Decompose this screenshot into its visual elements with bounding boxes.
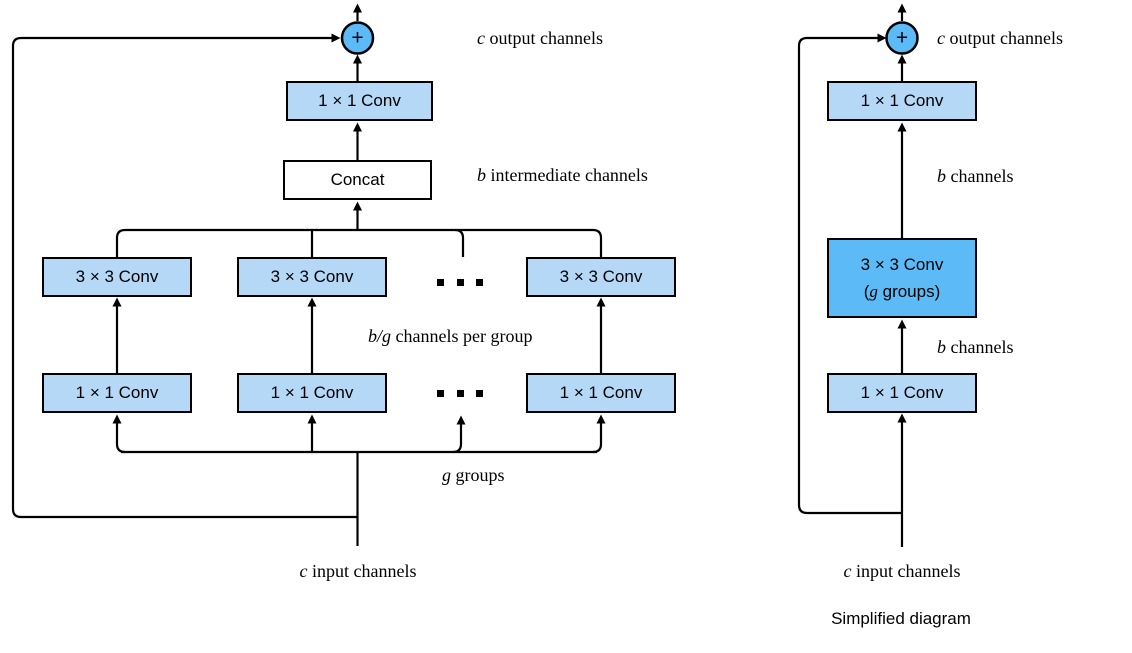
right-add-operator-circle <box>885 21 919 55</box>
ellipsis-dot <box>437 390 444 397</box>
left-merge-ellipsis-stub <box>454 228 465 257</box>
right-top-conv1x1-box: 1 × 1 Conv <box>827 81 977 121</box>
right-plus-icon: + <box>896 27 908 50</box>
right-skip-connection <box>797 33 902 515</box>
left-branch2-conv1x1-box: 1 × 1 Conv <box>237 373 387 413</box>
left-branch2-conv3x3-label: 3 × 3 Conv <box>270 267 354 286</box>
right-grouped-conv-line2: (g groups) <box>863 282 941 301</box>
right-top-conv1x1-label: 1 × 1 Conv <box>860 91 944 110</box>
left-branch1-conv1x1-box: 1 × 1 Conv <box>42 373 192 413</box>
ellipsis-dots-bottom <box>437 390 483 397</box>
left-per-group-channels-label: b/g channels per group <box>368 326 533 346</box>
right-grouped-conv-line1: 3 × 3 Conv <box>860 255 944 274</box>
right-bottom-conv1x1-label: 1 × 1 Conv <box>860 383 944 402</box>
ellipsis-dots-top <box>437 279 483 286</box>
left-distribution-branch3-arrow <box>592 414 606 454</box>
right-diagram-lines: + <box>797 3 919 547</box>
left-intermediate-channels-label: b intermediate channels <box>477 165 648 185</box>
left-distribution-ellipsis-arrow <box>452 415 466 454</box>
right-diagram-caption: Simplified diagram <box>831 609 971 628</box>
ellipsis-dot <box>437 279 444 286</box>
left-branch1-conv1x1-label: 1 × 1 Conv <box>75 383 159 402</box>
right-bottom-conv1x1-box: 1 × 1 Conv <box>827 373 977 413</box>
left-branch3-conv1x1-box: 1 × 1 Conv <box>526 373 676 413</box>
left-branch3-conv3x3-box: 3 × 3 Conv <box>526 257 676 297</box>
left-branch3-conv3x3-label: 3 × 3 Conv <box>559 267 643 286</box>
left-plus-icon: + <box>351 27 363 50</box>
left-branch2-conv1x1-label: 1 × 1 Conv <box>270 383 354 402</box>
left-concat-label: Concat <box>330 170 385 189</box>
left-groups-label: g groups <box>442 465 505 485</box>
right-output-channels-label: c output channels <box>937 28 1063 48</box>
ellipsis-dot <box>456 390 464 397</box>
left-skip-connection <box>11 33 358 519</box>
ellipsis-dot <box>476 390 483 397</box>
left-input-channels-label: c input channels <box>299 561 417 581</box>
left-branch1-conv3x3-label: 3 × 3 Conv <box>75 267 159 286</box>
right-b-channels-top-label: b channels <box>937 166 1014 186</box>
right-input-channels-label: c input channels <box>843 561 961 581</box>
left-concat-box: Concat <box>283 160 432 200</box>
left-branch3-conv1x1-label: 1 × 1 Conv <box>559 383 643 402</box>
left-diagram-lines: + <box>11 3 606 546</box>
left-top-conv1x1-box: 1 × 1 Conv <box>286 81 433 121</box>
right-b-channels-bottom-label: b channels <box>937 337 1014 357</box>
left-top-conv1x1-label: 1 × 1 Conv <box>318 91 401 110</box>
left-output-channels-label: c output channels <box>477 28 603 48</box>
left-merge-connector <box>115 228 603 258</box>
left-add-operator-circle <box>340 21 375 55</box>
left-branch2-conv3x3-box: 3 × 3 Conv <box>237 257 387 297</box>
ellipsis-dot <box>476 279 483 286</box>
right-grouped-conv-box: 3 × 3 Conv (g groups) <box>827 238 977 318</box>
left-distribution-branch1-arrow <box>112 414 126 454</box>
ellipsis-dot <box>456 279 464 286</box>
left-branch1-conv3x3-box: 3 × 3 Conv <box>42 257 192 297</box>
